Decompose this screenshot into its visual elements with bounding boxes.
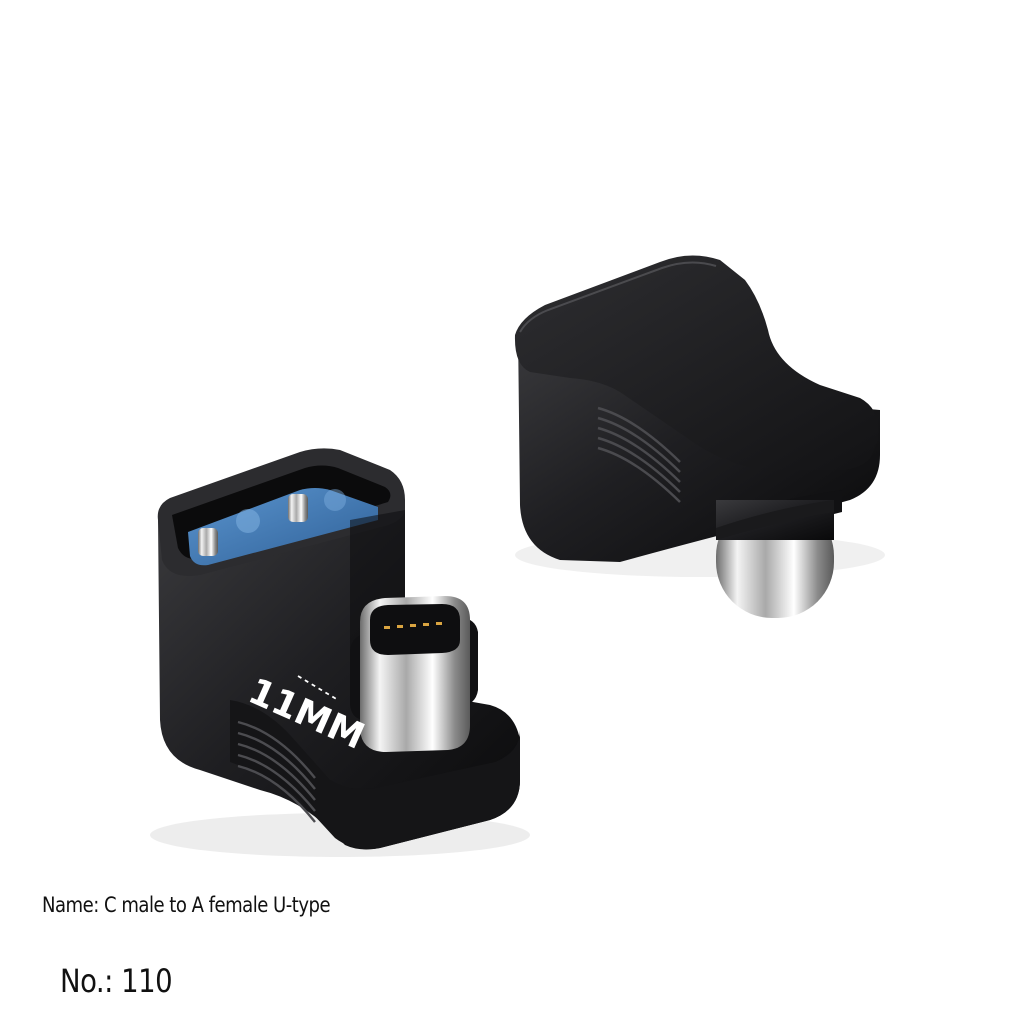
usb-a-pins [198,489,346,556]
usb-c-plug [360,596,470,752]
back-adapter-grooves [597,406,681,503]
product-number-caption: No.: 110 [60,962,173,1000]
back-adapter [514,255,885,618]
front-adapter: 11MM [150,448,530,857]
usb-a-insert [188,488,378,566]
product-name-caption: Name: C male to A female U-type [42,893,331,917]
front-adapter-grooves [237,720,316,823]
